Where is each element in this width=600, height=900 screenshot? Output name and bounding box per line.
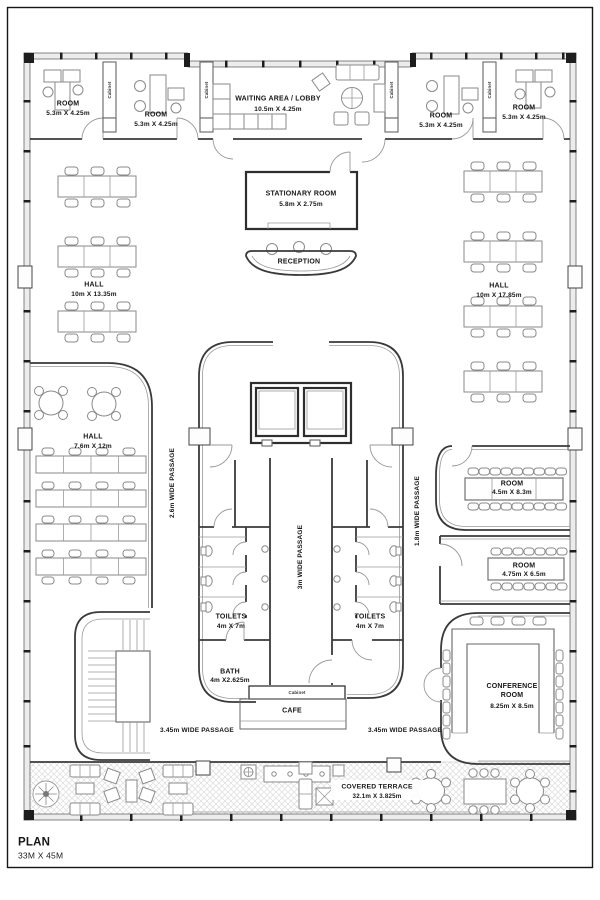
desk-room-2 xyxy=(134,74,185,114)
conference-chairs xyxy=(442,616,564,740)
room-right-1-walls xyxy=(435,445,570,531)
central-core xyxy=(188,341,414,730)
terrace-boundary xyxy=(30,757,441,776)
reception-desk xyxy=(245,241,357,276)
hall-right-tables xyxy=(463,161,543,403)
room-right-2-walls xyxy=(439,535,570,605)
hall-mid-left xyxy=(30,362,153,608)
stationary-room-walls xyxy=(244,151,359,231)
room-right-2-chairs xyxy=(490,547,568,591)
page-border xyxy=(6,6,594,869)
lobby-furniture xyxy=(212,64,386,130)
room-right-1-chairs xyxy=(467,467,567,511)
desk-room-4 xyxy=(514,69,556,109)
desk-room-3 xyxy=(426,75,479,115)
plant xyxy=(32,780,60,808)
elevators xyxy=(249,381,353,447)
desk-room-1 xyxy=(42,69,84,111)
staircase xyxy=(74,611,151,761)
top-row-walls xyxy=(30,61,570,163)
office-desks xyxy=(42,69,556,115)
toilets-right-wing xyxy=(308,458,403,696)
toilets-left-wing xyxy=(199,458,271,700)
terrace-furniture xyxy=(32,761,550,816)
hall-left-tables xyxy=(57,166,137,343)
outer-walls xyxy=(17,52,583,821)
conference-room xyxy=(423,612,570,765)
cabinet-strips xyxy=(102,61,497,133)
cafe-counter xyxy=(239,685,347,730)
